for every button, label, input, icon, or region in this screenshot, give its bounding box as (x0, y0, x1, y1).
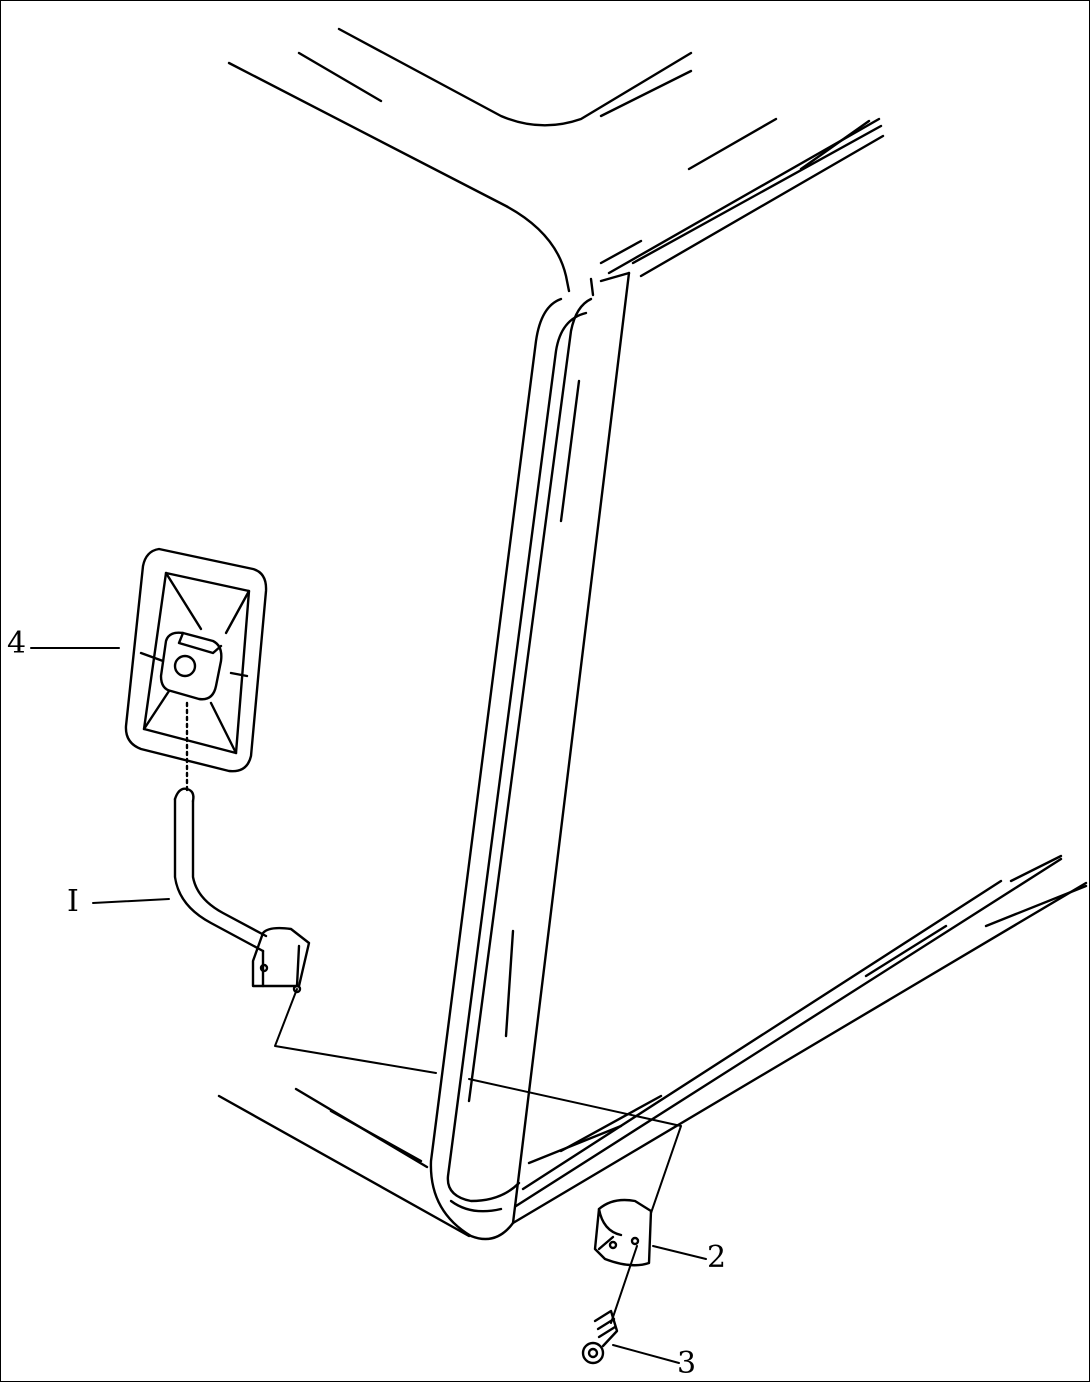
mirror (124, 547, 268, 773)
assembly-leaders (274, 988, 682, 1324)
mirror-stay (173, 701, 311, 994)
callout-4: 4 (7, 626, 27, 661)
bolt (581, 1309, 619, 1365)
cab-floor-lines (217, 854, 1088, 1238)
callout-2: 2 (707, 1240, 727, 1275)
callout-leaders (30, 647, 707, 1364)
callout-1: I (67, 884, 79, 919)
clamp (593, 1198, 653, 1267)
callout-3: 3 (677, 1346, 697, 1381)
cab-roof (227, 27, 885, 293)
cab-pillar (429, 271, 631, 1241)
